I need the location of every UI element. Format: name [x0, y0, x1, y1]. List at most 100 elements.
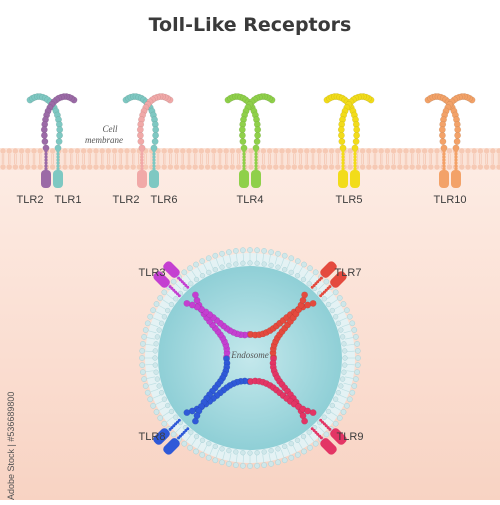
transmembrane-segment: [454, 152, 458, 156]
ectodomain-chain: [137, 138, 145, 145]
phospholipid-head: [459, 148, 465, 154]
phospholipid-head: [37, 164, 43, 170]
transmembrane-segment: [184, 429, 188, 432]
endosome-lipid-head: [312, 440, 319, 447]
phospholipid-head: [266, 164, 273, 170]
transmembrane-segment: [454, 167, 458, 171]
endosome-lipid-tail: [148, 382, 157, 386]
endosome-lipid-head: [354, 348, 361, 354]
transmembrane-segment: [353, 167, 357, 171]
phospholipid-head: [173, 164, 180, 170]
phospholipid-head: [273, 164, 279, 170]
endosome-lipid-head: [150, 402, 156, 409]
endosome-lipid-head: [153, 409, 160, 415]
endosome-lipid-tail: [268, 453, 271, 462]
endosome-lipid-head: [187, 265, 193, 272]
endosome-lipid-head: [275, 250, 281, 257]
endosome-lipid-head: [193, 433, 200, 440]
transmembrane-segment: [353, 146, 357, 150]
phospholipid-head: [161, 148, 167, 154]
endosome-lipid-tail: [222, 451, 226, 460]
phospholipid-head: [180, 164, 186, 170]
endosome-lipid-head: [240, 260, 246, 266]
endosome-lipid-tail: [145, 343, 154, 346]
transmembrane-segment: [254, 146, 258, 150]
phospholipid-head: [415, 164, 422, 170]
phospholipid-head: [322, 148, 329, 154]
phospholipid-head: [204, 164, 211, 170]
endosome-lipid-head: [332, 396, 339, 402]
phospholipid-head: [459, 164, 465, 170]
tlr-dimer-2: TLR4: [224, 93, 276, 206]
phospholipid-head: [335, 148, 341, 154]
transmembrane-segment: [312, 284, 316, 287]
endosome-lipid-tail: [197, 266, 202, 275]
endosome-lipid-head: [219, 459, 225, 466]
endosome-lipid-head: [301, 448, 307, 455]
phospholipid-head: [87, 164, 93, 170]
endosome-lipid-tail: [274, 256, 278, 265]
endosome-lipid-tail: [209, 260, 214, 269]
endosome-lipid-head: [168, 408, 175, 415]
transmembrane-segment: [254, 155, 258, 159]
endosome-lipid-head: [254, 462, 260, 469]
endosome-lipid-head: [294, 452, 301, 458]
endosome-lipid-head: [173, 414, 179, 420]
endosome-lipid-tail: [318, 426, 325, 433]
phospholipid-head: [347, 148, 353, 154]
endosome-lipid-head: [323, 431, 330, 438]
ectodomain-chain: [253, 138, 261, 145]
receptor-label: TLR6: [151, 194, 178, 206]
transmembrane-segment: [442, 152, 446, 156]
transmembrane-segment: [44, 167, 48, 171]
endosome-lipid-head: [342, 355, 348, 361]
endosome-lipid-tail: [150, 388, 159, 393]
endosome-lipid-head: [247, 247, 253, 253]
transmembrane-segment: [242, 155, 246, 159]
phospholipid-head: [477, 164, 484, 170]
ectodomain-chain: [438, 131, 446, 139]
phospholipid-head: [49, 148, 56, 154]
endosome-lipid-head: [152, 362, 158, 368]
endosome-lipid-tail: [333, 406, 342, 411]
transmembrane-segment: [316, 280, 320, 284]
endosome-lipid-head: [340, 301, 347, 307]
endosome-lipid-head: [161, 289, 168, 296]
transmembrane-segment: [341, 155, 345, 159]
phospholipid-head: [192, 148, 198, 154]
phospholipid-head: [434, 148, 440, 154]
endosome-lipid-head: [187, 444, 193, 451]
endosome-lipid-head: [306, 281, 312, 287]
endosome-lipid-tail: [166, 416, 174, 423]
receptor-label: TLR3: [139, 267, 166, 279]
phospholipid-head: [477, 148, 484, 154]
endosome-lipid-head: [142, 327, 149, 333]
endosome-lipid-head: [336, 295, 343, 301]
transmembrane-segment: [177, 418, 181, 422]
endosome-lipid-head: [336, 415, 343, 421]
endosome-lipid-head: [156, 383, 162, 389]
endosome-lipid-head: [341, 369, 347, 375]
endosome-lipid-head: [275, 264, 281, 270]
phospholipid-head: [316, 148, 322, 154]
tir-domain: [163, 438, 180, 455]
endosome-lipid-head: [170, 431, 177, 438]
transmembrane-segment: [184, 284, 188, 287]
transmembrane-segment: [341, 158, 345, 162]
endosome-lipid-tail: [185, 434, 192, 442]
tir-domain: [451, 170, 461, 188]
phospholipid-head: [204, 148, 211, 154]
endosomal-tlr-tlr8: TLR8: [139, 355, 253, 455]
endosome-lipid-head: [349, 320, 356, 327]
endosome-lipid-head: [354, 341, 360, 347]
transmembrane-segment: [172, 288, 176, 292]
transmembrane-segment: [180, 280, 184, 284]
transmembrane-segment: [442, 155, 446, 159]
phospholipid-head: [273, 148, 279, 154]
tir-domain: [251, 170, 261, 188]
transmembrane-segment: [56, 161, 60, 165]
phospholipid-head: [229, 148, 236, 154]
endosome-lipid-tail: [268, 254, 271, 263]
phospholipid-head: [428, 164, 434, 170]
